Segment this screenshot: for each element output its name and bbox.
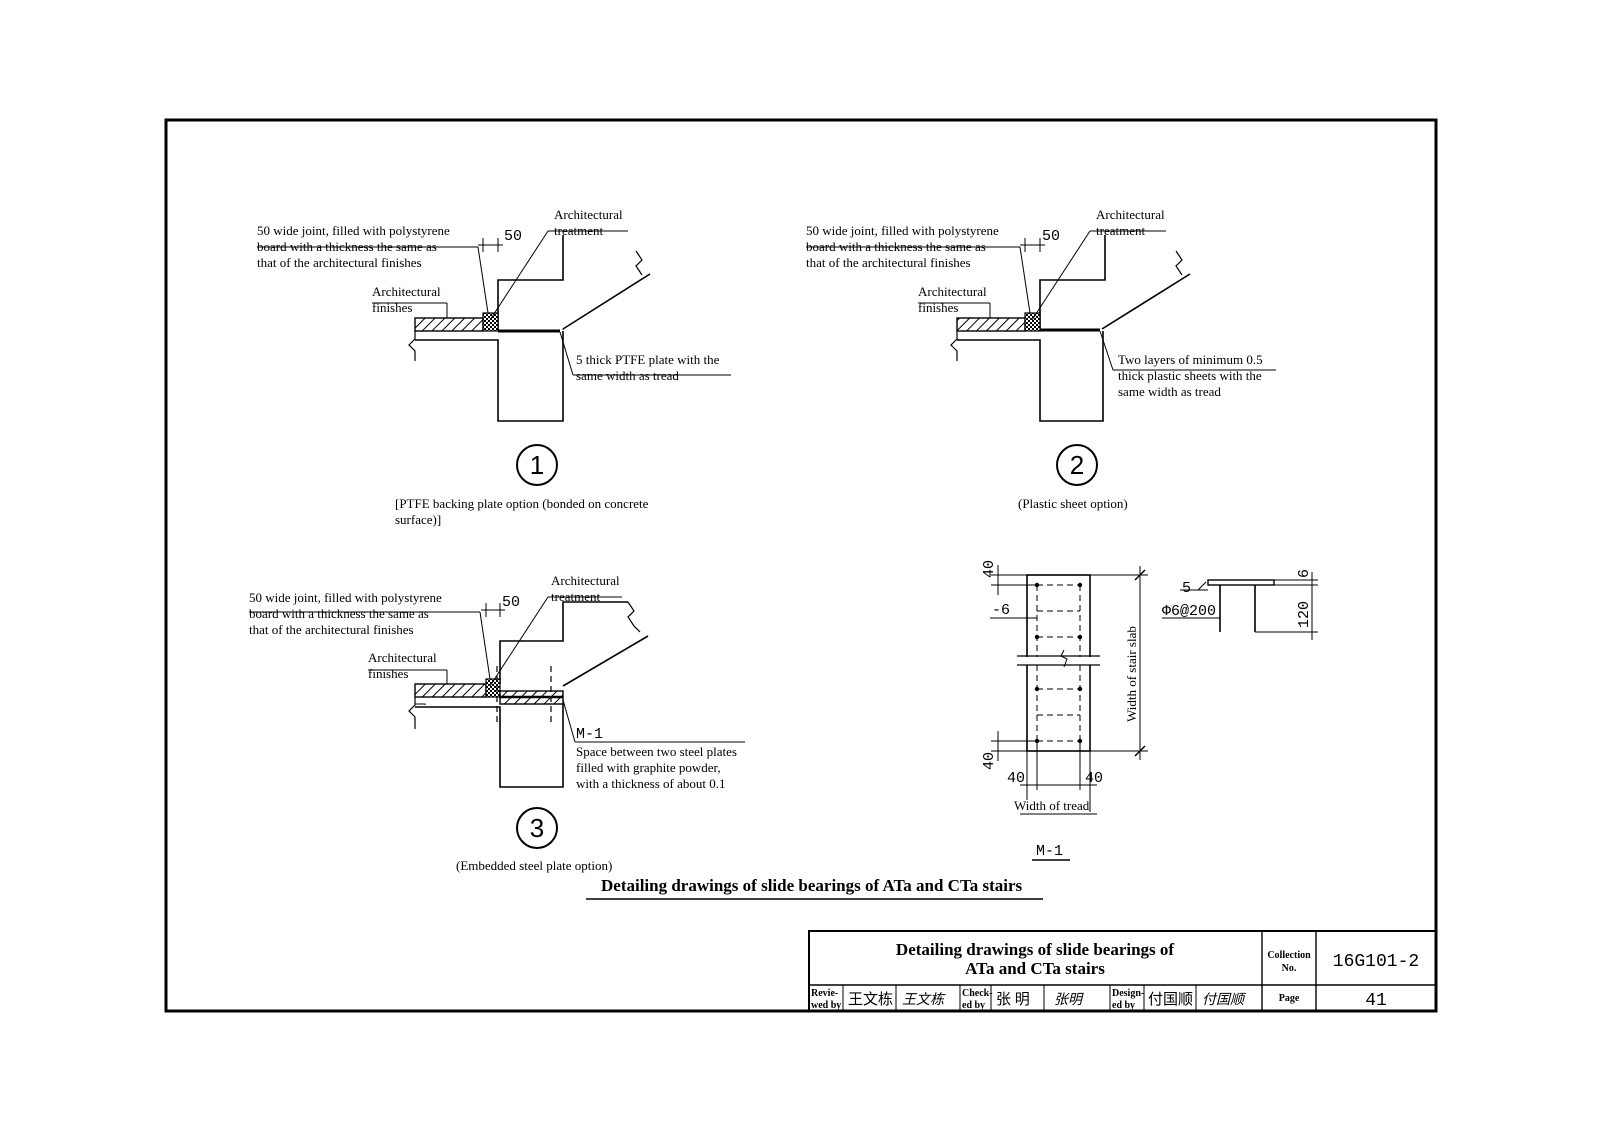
detail-3: 50 50 wide joint, filled with polystyren… (249, 573, 745, 873)
detail-2-plate-note-line2: thick plastic sheets with the (1118, 368, 1262, 383)
detail-2-arch-treatment-line1: Architectural (1096, 207, 1165, 222)
m1-plate-thickness-mark: -6 (992, 602, 1010, 619)
detail-2-joint-note-line3: that of the architectural finishes (806, 255, 971, 270)
detail-2-number-circle (1056, 444, 1098, 486)
detail-1-number: 1 (530, 450, 544, 480)
detail-1-arch-finishes-line2: finishes (372, 300, 412, 315)
drawing-title: Detailing drawings of slide bearings of … (601, 876, 1023, 895)
detail-1: 50 50 wide joint, filled with polystyren… (257, 207, 731, 527)
detail-3-arch-treatment-line2: treatment (551, 589, 600, 604)
m1-dim-left: 40 (1007, 770, 1025, 787)
m1-weld-size: 5 (1182, 580, 1191, 597)
m1-dim-6: 6 (1296, 569, 1313, 578)
checked-label-line1: Check- (962, 988, 993, 999)
detail-1-caption-line1: [PTFE backing plate option (bonded on co… (395, 496, 649, 511)
detail-3-number: 3 (530, 813, 544, 843)
m1-width-of-stair-slab: Width of stair slab (1124, 626, 1139, 722)
designed-signature: 付国顺 (1202, 992, 1247, 1008)
collection-number: 16G101-2 (1333, 952, 1419, 972)
page-number: 41 (1365, 991, 1387, 1011)
checked-name: 张 明 (996, 991, 1030, 1008)
title-block-title-line2: ATa and CTa stairs (965, 959, 1105, 978)
detail-3-joint-note-line2: board with a thickness the same as (249, 606, 429, 621)
detail-3-dim-50: 50 (502, 594, 520, 611)
detail-3-plate-note-line1: Space between two steel plates (576, 744, 737, 759)
collection-label-line2: No. (1282, 963, 1297, 974)
detail-1-joint-note-line3: that of the architectural finishes (257, 255, 422, 270)
detail-1-plate-note-line1: 5 thick PTFE plate with the (576, 352, 720, 367)
detail-3-arch-finishes-line1: Architectural (368, 650, 437, 665)
detail-1-arch-treatment-line1: Architectural (554, 207, 623, 222)
m1-dim-120: 120 (1296, 601, 1313, 628)
detail-1-arch-treatment-line2: treatment (554, 223, 603, 238)
detail-2-arch-treatment-line2: treatment (1096, 223, 1145, 238)
designed-label-line2: ed by (1112, 1000, 1135, 1011)
title-block-title-line1: Detailing drawings of slide bearings of (896, 940, 1174, 959)
detail-1-caption-line2: surface)] (395, 512, 441, 527)
m1-dim-right: 40 (1085, 770, 1103, 787)
reviewed-label-line1: Revie- (811, 988, 838, 999)
detail-1-number-circle (516, 444, 558, 486)
detail-1-joint-note-line2: board with a thickness the same as (257, 239, 437, 254)
detail-3-joint-note-line3: that of the architectural finishes (249, 622, 414, 637)
detail-2: 50 50 wide joint, filled with polystyren… (806, 207, 1276, 511)
m1-dim-top: 40 (981, 560, 998, 578)
detail-3-arch-finishes-line2: finishes (368, 666, 408, 681)
reviewed-signature: 王文栋 (902, 992, 946, 1008)
detail-3-joint-note-line1: 50 wide joint, filled with polystyrene (249, 590, 442, 605)
detail-3-caption: (Embedded steel plate option) (456, 858, 612, 873)
detail-2-joint-note-line2: board with a thickness the same as (806, 239, 986, 254)
detail-1-arch-finishes-line1: Architectural (372, 284, 441, 299)
detail-3-arch-treatment-line1: Architectural (551, 573, 620, 588)
sheet-border (164, 118, 1438, 1013)
checked-label-line2: ed by (962, 1000, 985, 1011)
detail-1-plate-note-line2: same width as tread (576, 368, 679, 383)
reviewed-label-line2: wed by (811, 1000, 841, 1011)
m1-plate-detail: -6 40 40 Width of stair slab 40 40 Width… (981, 560, 1318, 861)
page-label: Page (1279, 993, 1300, 1004)
designed-name: 付国顺 (1148, 991, 1193, 1008)
title-block: Detailing drawings of slide bearings of … (808, 930, 1437, 1012)
detail-2-caption: (Plastic sheet option) (1018, 496, 1128, 511)
detail-3-number-circle (516, 807, 558, 849)
m1-name: M-1 (1036, 843, 1063, 860)
detail-2-number: 2 (1070, 450, 1084, 480)
detail-3-plate-note-line2: filled with graphite powder, (576, 760, 721, 775)
m1-anchor-bar: Φ6@200 (1162, 603, 1216, 620)
m1-dim-bottom: 40 (981, 752, 998, 770)
checked-signature: 张明 (1054, 992, 1084, 1008)
detail-2-dim-50: 50 (1042, 228, 1060, 245)
designed-label-line1: Design- (1112, 988, 1144, 999)
detail-1-dim-50: 50 (504, 228, 522, 245)
detail-2-joint-note-line1: 50 wide joint, filled with polystyrene (806, 223, 999, 238)
detail-1-joint-note-line1: 50 wide joint, filled with polystyrene (257, 223, 450, 238)
detail-3-plate-note-line3: with a thickness of about 0.1 (576, 776, 725, 791)
collection-label-line1: Collection (1267, 950, 1311, 961)
m1-width-of-tread: Width of tread (1014, 798, 1090, 813)
detail-2-plate-note-line3: same width as tread (1118, 384, 1221, 399)
detail-2-arch-finishes-line2: finishes (918, 300, 958, 315)
detail-3-plate-label: M-1 (576, 726, 603, 743)
detail-2-arch-finishes-line1: Architectural (918, 284, 987, 299)
detail-2-plate-note-line1: Two layers of minimum 0.5 (1118, 352, 1263, 367)
reviewed-name: 王文栋 (848, 990, 893, 1008)
